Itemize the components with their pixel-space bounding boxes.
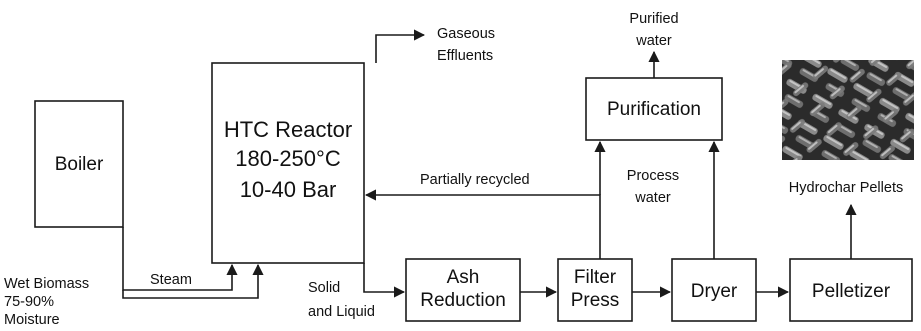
dryer-box [671, 258, 757, 322]
dryer-node: Dryer [671, 258, 757, 322]
filter-press-box [557, 258, 633, 322]
filter-press-line1: Filter [574, 267, 617, 288]
pellets-photo-icon [782, 60, 914, 160]
pellets-photo-overlay [782, 60, 914, 160]
filter-press-line2: Press [571, 290, 620, 311]
gaseous-effluents-arrow [375, 29, 426, 63]
htc-reactor-node: HTC Reactor 180-250°C 10-40 Bar [211, 62, 365, 264]
hydrochar-pellets-label: Hydrochar Pellets [789, 180, 903, 196]
htc-reactor-temperature: 180-250°C [235, 146, 341, 171]
wet-biomass-arrow [122, 263, 264, 299]
gaseous-effluents-line2: Effluents [437, 48, 493, 64]
pelletizer-box [789, 258, 913, 322]
gaseous-effluents-line1: Gaseous [437, 26, 495, 42]
htc-reactor-title: HTC Reactor [224, 117, 352, 142]
htc-reactor-box [211, 62, 365, 264]
ash-reduction-node: Ash Reduction [405, 258, 521, 322]
filter-press-node: Filter Press [557, 258, 633, 322]
process-water-line2: water [634, 190, 671, 206]
wet-biomass-line3: Moisture [4, 312, 60, 328]
boiler-box [34, 100, 124, 228]
purified-water-line2: water [635, 33, 672, 49]
ash-reduction-box [405, 258, 521, 322]
purified-water-line1: Purified [629, 11, 678, 27]
pelletizer-node: Pelletizer [789, 258, 913, 322]
boiler-node: Boiler [34, 100, 124, 228]
process-water-line1: Process [627, 168, 679, 184]
partially-recycled-arrow [364, 189, 601, 259]
boiler-label: Boiler [55, 154, 104, 175]
htc-reactor-pressure: 10-40 Bar [240, 177, 337, 202]
dryer-label: Dryer [691, 281, 738, 302]
steam-arrow [122, 227, 238, 291]
purification-node: Purification [585, 77, 723, 141]
wet-biomass-line1: Wet Biomass [4, 276, 89, 292]
pelletizer-label: Pelletizer [812, 281, 891, 302]
purification-label: Purification [607, 99, 701, 120]
solid-liquid-line2: and Liquid [308, 304, 375, 320]
steam-label: Steam [150, 272, 192, 288]
reactor-to-ash-arrow [363, 263, 406, 298]
ash-reduction-line1: Ash [447, 267, 480, 288]
solid-liquid-line1: Solid [308, 280, 340, 296]
wet-biomass-line2: 75-90% [4, 294, 54, 310]
partially-recycled-label: Partially recycled [420, 172, 530, 188]
ash-reduction-line2: Reduction [420, 290, 506, 311]
